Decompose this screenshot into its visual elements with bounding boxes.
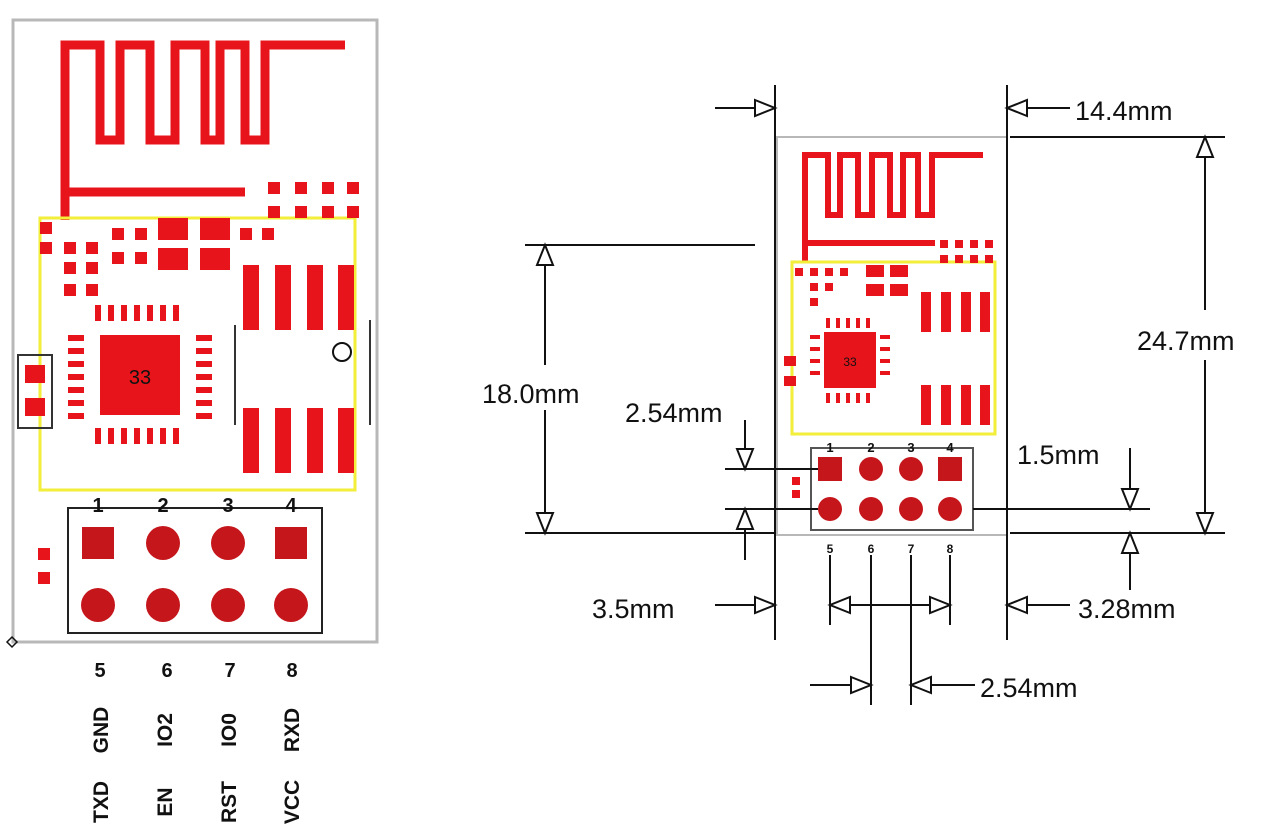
- pin-number: 6: [868, 542, 875, 556]
- antenna-trace: [60, 40, 345, 220]
- pin-number: 7: [224, 660, 235, 682]
- origin-marker: [5, 635, 19, 649]
- chip-label: 33: [129, 367, 151, 389]
- dimension-width: 14.4mm: [1075, 96, 1173, 126]
- signal-label: RXD: [281, 708, 304, 752]
- signal-label: IO0: [218, 713, 241, 747]
- pin-number: 3: [222, 495, 233, 517]
- component-outline: [17, 320, 371, 429]
- pin1-marker: [332, 342, 352, 362]
- pin-number: 1: [826, 440, 833, 455]
- signal-label: GND: [90, 707, 113, 754]
- pin-number: 4: [285, 495, 297, 517]
- right-chip-pins: [810, 318, 890, 403]
- pin-number: 2: [157, 495, 168, 517]
- pin-number: 4: [946, 440, 954, 455]
- signal-label: IO2: [154, 713, 177, 747]
- pin-number: 5: [827, 542, 834, 556]
- left-module: 33 1 2 3 4 5 6 7 8 GND IO2 IO0 RXD TXD E…: [5, 18, 379, 824]
- smd-pads: [784, 240, 993, 498]
- dimension-header-bottom-offset: 1.5mm: [1017, 440, 1100, 470]
- pin-number: 2: [867, 440, 874, 455]
- left-chip: 33: [68, 305, 212, 444]
- signal-label: RST: [218, 781, 241, 823]
- chip-label: 33: [843, 355, 857, 369]
- smd-pads: [25, 182, 359, 584]
- right-module: 33 1 2 3 4 5 6 7 8: [776, 136, 1008, 556]
- dimension-right-offset: 3.28mm: [1078, 594, 1176, 624]
- signal-label: EN: [154, 787, 177, 816]
- pin-number: 8: [947, 542, 954, 556]
- dimension-left-offset: 3.5mm: [592, 594, 675, 624]
- pin-number: 8: [286, 660, 297, 682]
- pin-number: 5: [94, 660, 105, 682]
- dimension-header-to-top: 18.0mm: [482, 379, 580, 409]
- pin-number: 6: [161, 660, 172, 682]
- header-pads: [818, 457, 962, 521]
- silkscreen-outline: [790, 260, 997, 436]
- dimension-pin-row-pitch: 2.54mm: [625, 398, 723, 428]
- dimension-pin-column-pitch: 2.54mm: [980, 673, 1078, 703]
- header-pads: [81, 526, 308, 622]
- dimension-lines: [525, 85, 1225, 705]
- pin-number: 1: [92, 495, 103, 517]
- pin-number: 7: [908, 542, 915, 556]
- signal-label: TXD: [90, 781, 113, 823]
- antenna-trace: [802, 152, 983, 262]
- pin-number: 3: [907, 440, 914, 455]
- signal-label: VCC: [281, 780, 304, 824]
- dimension-height: 24.7mm: [1137, 326, 1235, 356]
